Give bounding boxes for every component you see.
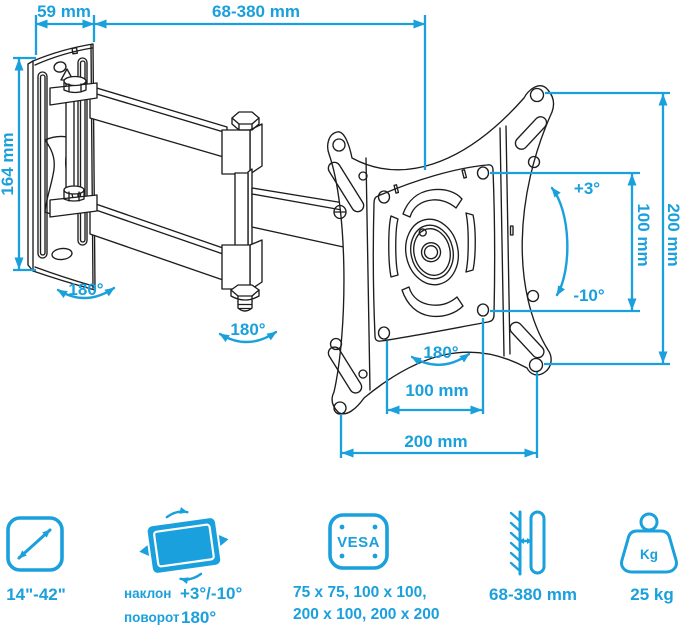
tilt-value-label: +3°/-10° bbox=[180, 584, 242, 603]
dual-arms bbox=[89, 85, 228, 281]
wall-plate-bottom-slot bbox=[51, 247, 73, 261]
rotation-boss bbox=[404, 218, 460, 286]
wall-plate bbox=[27, 43, 96, 291]
dim-wall-plate-height: 164 mm bbox=[0, 132, 17, 195]
tilted-screen-icon bbox=[139, 507, 229, 584]
vesa-icon bbox=[328, 513, 389, 570]
spec-vesa: VESA 75 x 75, 100 x 100, 200 x 100, 200 … bbox=[293, 513, 440, 623]
hex-nut-bottom bbox=[230, 284, 260, 297]
angle-tilt-down: -10° bbox=[573, 286, 605, 305]
wall-distance-label: 68-380 mm bbox=[489, 585, 577, 604]
angle-swivel-plate: 180° bbox=[423, 343, 458, 362]
screen-size-label: 14"-42" bbox=[6, 585, 66, 604]
vesa-plate-inner bbox=[372, 164, 496, 342]
weight-badge: Kg bbox=[640, 547, 658, 562]
dim-vesa-height-100: 100 mm bbox=[634, 203, 653, 266]
extension-arm bbox=[251, 187, 349, 249]
wall-plate-top-hole bbox=[53, 61, 67, 73]
vesa-sizes-line2: 200 x 100, 200 x 200 bbox=[293, 606, 440, 623]
swivel-name-label: поворот bbox=[124, 610, 180, 625]
wall-plate-hinges bbox=[49, 68, 98, 218]
dim-extension-range: 68-380 mm bbox=[212, 2, 300, 21]
tilt-name-label: наклон bbox=[124, 586, 171, 601]
vesa-sizes-line1: 75 x 75, 100 x 100, bbox=[293, 584, 427, 601]
swivel-value-label: 180° bbox=[181, 608, 216, 627]
angle-swivel-elbow: 180° bbox=[230, 320, 265, 339]
dimension-annotations: 59 mm 68-380 mm 164 mm 180° 180° 180° +3… bbox=[0, 2, 683, 458]
max-weight-label: 25 kg bbox=[630, 585, 673, 604]
wall-mount-drawing bbox=[27, 43, 555, 415]
dim-vesa-height-200: 200 mm bbox=[664, 203, 683, 266]
screen-diagonal-icon bbox=[6, 516, 64, 572]
dim-arm-depth: 59 mm bbox=[37, 2, 91, 21]
wall-distance-icon bbox=[509, 510, 546, 576]
dim-vesa-width-100: 100 mm bbox=[405, 381, 468, 400]
dim-vesa-width-200: 200 mm bbox=[404, 432, 467, 451]
spec-tilt-swivel: наклон +3°/-10° поворот 180° bbox=[124, 507, 242, 627]
vesa-badge: VESA bbox=[337, 534, 380, 551]
weight-icon: Kg bbox=[620, 512, 678, 574]
spec-max-weight: Kg 25 kg bbox=[620, 512, 678, 604]
spec-row: 14"-42" наклон +3°/-10° поворот 180° bbox=[6, 507, 678, 627]
angle-swivel-wall: 180° bbox=[68, 280, 103, 299]
spec-screen-size: 14"-42" bbox=[6, 516, 66, 604]
angle-tilt-up: +3° bbox=[574, 179, 600, 198]
spec-wall-distance: 68-380 mm bbox=[489, 510, 577, 604]
hex-bolt-top bbox=[231, 111, 260, 125]
elbow-hinge-column bbox=[221, 111, 263, 312]
